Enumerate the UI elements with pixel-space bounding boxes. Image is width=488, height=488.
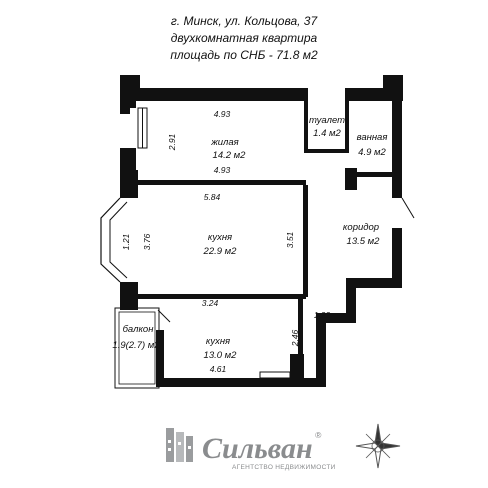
wall-bay-top-pier xyxy=(120,170,138,198)
address-title: г. Минск, ул. Кольцова, 37 xyxy=(170,14,318,28)
balcony-name: балкон xyxy=(123,324,155,335)
dim-living-side: 2.91 xyxy=(167,133,177,151)
wall-step-lower xyxy=(316,313,356,323)
wall-bath-stub xyxy=(345,168,357,190)
corridor-area: 13.5 м2 xyxy=(347,236,381,247)
room-labels: жилая 14.2 м2 туалет 1.4 м2 ванная 4.9 м… xyxy=(112,115,387,361)
balcony-outline xyxy=(114,307,160,389)
dim-kitchen2-top: 3.24 xyxy=(202,298,219,308)
bay-window-outer xyxy=(100,197,121,283)
balcony-area: 1.9(2.7) м2 xyxy=(112,340,160,351)
wall-bay-bottom-pier xyxy=(120,282,138,310)
wall-toilet-bottom xyxy=(304,149,349,153)
wall-toilet-left xyxy=(304,101,308,153)
kitchen-big-name: кухня xyxy=(208,232,232,243)
logo-name: Сильван xyxy=(202,432,313,465)
wall-right-upper xyxy=(392,88,402,198)
wall-toilet-right xyxy=(345,101,349,153)
entrance-door-swing xyxy=(401,197,415,219)
wall-bottom xyxy=(156,378,326,387)
compass-icon xyxy=(355,423,401,469)
wall-right-step xyxy=(346,278,402,288)
dim-living-bottom: 4.93 xyxy=(214,165,231,175)
dim-kitchen-bay: 1.21 xyxy=(121,233,131,250)
wall-right-lower xyxy=(392,228,402,288)
balcony-door-swing xyxy=(157,309,171,323)
wall-kitchen2-left xyxy=(156,330,164,385)
logo: Сильван ® АГЕНТСТВО НЕДВИЖИМОСТИ xyxy=(202,430,336,471)
dim-kitchen-right: 3.51 xyxy=(285,231,295,248)
toilet-area: 1.4 м2 xyxy=(313,128,341,139)
dim-kitchen2-side: 2.46 xyxy=(290,329,300,347)
wall-kitchen-right xyxy=(303,185,308,297)
wall-top-right xyxy=(345,88,385,101)
wall-living-kitchen xyxy=(136,180,306,185)
wall-kitchen-bottom xyxy=(136,294,306,299)
walls xyxy=(120,75,403,387)
logo-mark xyxy=(166,428,193,462)
wall-bath-bottom xyxy=(345,172,393,177)
wall-living-left-stub xyxy=(120,100,130,114)
bathroom-area: 4.9 м2 xyxy=(358,147,386,158)
logo-tagline: АГЕНТСТВО НЕДВИЖИМОСТИ xyxy=(232,464,336,471)
wall-lower-right xyxy=(316,313,326,385)
balcony-inner xyxy=(118,311,156,385)
dim-kitchen2-step: 1.22 xyxy=(314,310,331,320)
kitchen-big-area: 22.9 м2 xyxy=(203,246,238,257)
kitchen-small-area: 13.0 м2 xyxy=(204,350,238,361)
balcony xyxy=(114,307,171,389)
living-room-name: жилая xyxy=(210,137,239,148)
logo-registered: ® xyxy=(315,430,322,440)
windows xyxy=(100,107,291,379)
bathroom-name: ванная xyxy=(357,132,388,143)
living-room-area: 14.2 м2 xyxy=(213,150,247,161)
kitchen-small-name: кухня xyxy=(206,336,230,347)
dim-kitchen2-bottom: 4.61 xyxy=(210,364,227,374)
total-area: площадь по СНБ - 71.8 м2 xyxy=(170,48,318,62)
dim-kitchen-top: 5.84 xyxy=(204,192,221,202)
wall-kitchen2-corner xyxy=(290,354,304,384)
wall-top-left xyxy=(120,88,308,101)
dim-living-top: 4.93 xyxy=(214,109,231,119)
toilet-name: туалет xyxy=(309,115,345,126)
apartment-type: двухкомнатная квартира xyxy=(170,31,318,45)
corridor-name: коридор xyxy=(343,222,379,233)
dim-kitchen-left: 3.76 xyxy=(142,233,152,250)
window-kitchen2 xyxy=(259,371,291,379)
wall-kitchen2-right xyxy=(298,299,303,354)
dimension-labels: 4.93 4.93 2.91 5.84 1.21 3.76 3.51 3.24 … xyxy=(121,109,331,374)
wall-right-step-vertical xyxy=(346,278,356,323)
bay-window-inner xyxy=(109,201,128,279)
